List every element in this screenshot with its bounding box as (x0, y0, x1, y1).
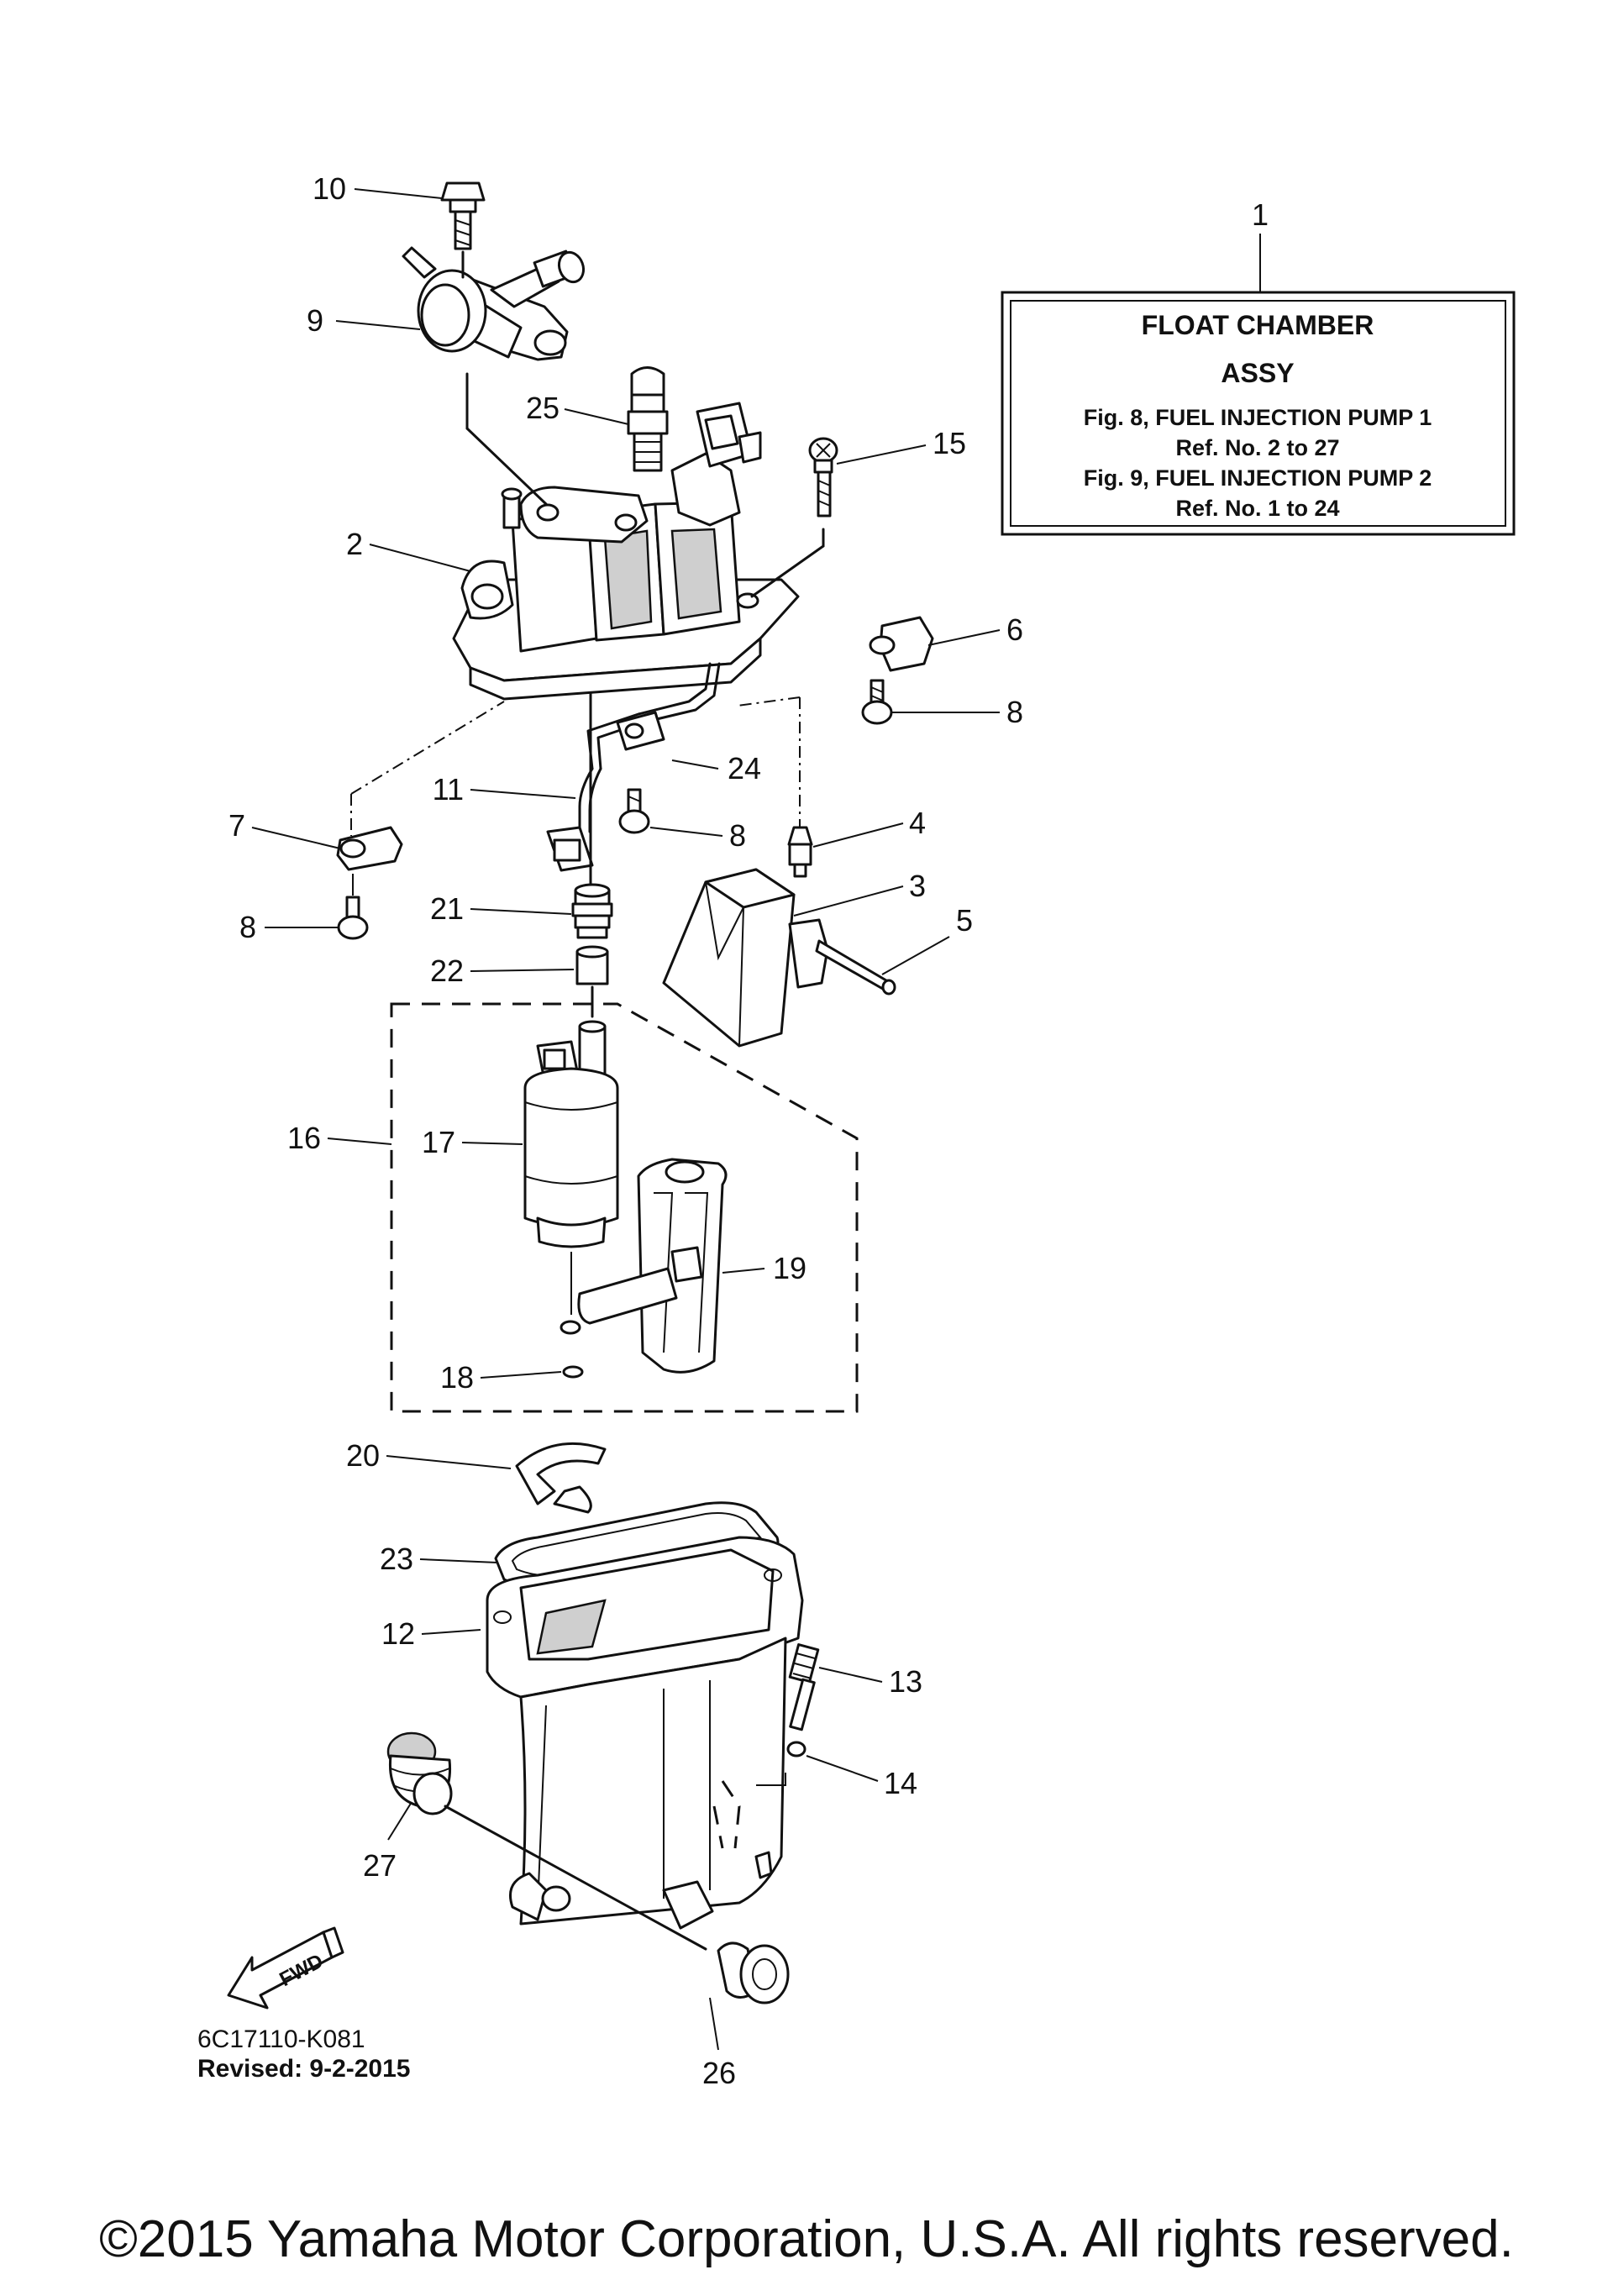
grommet-part-27: 27 (363, 1731, 707, 1951)
info-fig8: Fig. 8, FUEL INJECTION PUMP 1 (1084, 405, 1432, 430)
revision-date: Revised: 9-2-2015 (197, 2055, 410, 2083)
screw-part-8-upper-right: 8 (861, 679, 1023, 729)
pump-body-part-2: 2 (346, 372, 825, 701)
callout-19: 19 (773, 1251, 806, 1285)
wire-harness-part-11: 11 (433, 767, 602, 872)
clip-part-18: 18 (440, 1320, 584, 1395)
needle-part-13: 13 (788, 1643, 922, 1731)
bolt-part-10: 10 (313, 171, 486, 250)
callout-20: 20 (346, 1438, 380, 1473)
oring-part-14: 14 (756, 1741, 917, 1800)
callout-15: 15 (933, 426, 966, 460)
screw-part-8-center: 8 (618, 788, 746, 853)
info-title-1: FLOAT CHAMBER (1142, 310, 1374, 340)
collar-part-22: 22 (430, 945, 609, 1018)
callout-21: 21 (430, 891, 464, 926)
grommet-part-21: 21 (430, 691, 613, 939)
callout-26: 26 (702, 2056, 736, 2090)
callout-8-left: 8 (239, 910, 256, 944)
fuel-pump-part-17: 17 (422, 1020, 619, 1315)
cover-part-3: 3 (662, 868, 926, 1048)
callout-16: 16 (287, 1121, 321, 1155)
callout-1: 1 (1252, 197, 1269, 232)
terminal-part-4: 4 (737, 696, 926, 878)
float-chamber-part-12: 12 (381, 1536, 804, 1930)
retainer-part-20: 20 (346, 1438, 607, 1514)
info-fig9-ref: Ref. No. 1 to 24 (1175, 496, 1339, 521)
callout-14: 14 (884, 1766, 917, 1800)
callout-2: 2 (346, 527, 363, 561)
pump-assembly-part-16: 16 (287, 1002, 859, 1413)
callout-4: 4 (909, 806, 926, 840)
callout-10: 10 (313, 171, 346, 206)
callout-8-upper-right: 8 (1006, 695, 1023, 729)
screw-part-8-left: 8 (239, 874, 369, 944)
callout-11: 11 (433, 772, 464, 806)
diagram-code: 6C17110-K081 (197, 2025, 365, 2053)
filter-part-19: 19 (577, 1158, 806, 1374)
callout-6: 6 (1006, 612, 1023, 647)
callout-5: 5 (956, 903, 973, 938)
pin-part-5: 5 (881, 903, 973, 975)
screw-part-15: 15 (808, 426, 966, 518)
plug-part-25: 25 (526, 366, 669, 472)
callout-18: 18 (440, 1360, 474, 1395)
copyright-notice: ©2015 Yamaha Motor Corporation, U.S.A. A… (99, 2210, 1514, 2268)
callout-8-center: 8 (729, 818, 746, 853)
callout-25: 25 (526, 391, 560, 425)
callout-12: 12 (381, 1616, 415, 1651)
callout-23: 23 (380, 1542, 413, 1576)
pressure-regulator-part-9: 9 (307, 246, 586, 361)
callout-24: 24 (728, 751, 761, 785)
callout-13: 13 (889, 1664, 922, 1699)
callout-17: 17 (422, 1125, 455, 1159)
info-fig9: Fig. 9, FUEL INJECTION PUMP 2 (1084, 465, 1432, 491)
forward-direction-arrow: FWD (227, 1926, 344, 2010)
callout-3: 3 (909, 869, 926, 903)
plug-part-26: 26 (702, 1941, 790, 2090)
callout-9: 9 (307, 303, 323, 338)
callout-22: 22 (430, 954, 464, 988)
callout-27: 27 (363, 1848, 397, 1883)
callout-7: 7 (229, 808, 245, 843)
fuel-pipe-part-24: 24 (586, 662, 761, 785)
info-box: FLOAT CHAMBER ASSY Fig. 8, FUEL INJECTIO… (1001, 197, 1516, 536)
clip-part-7: 7 (229, 701, 505, 871)
info-fig8-ref: Ref. No. 2 to 27 (1175, 435, 1339, 460)
bracket-part-6: 6 (869, 612, 1023, 672)
info-title-2: ASSY (1221, 358, 1294, 388)
